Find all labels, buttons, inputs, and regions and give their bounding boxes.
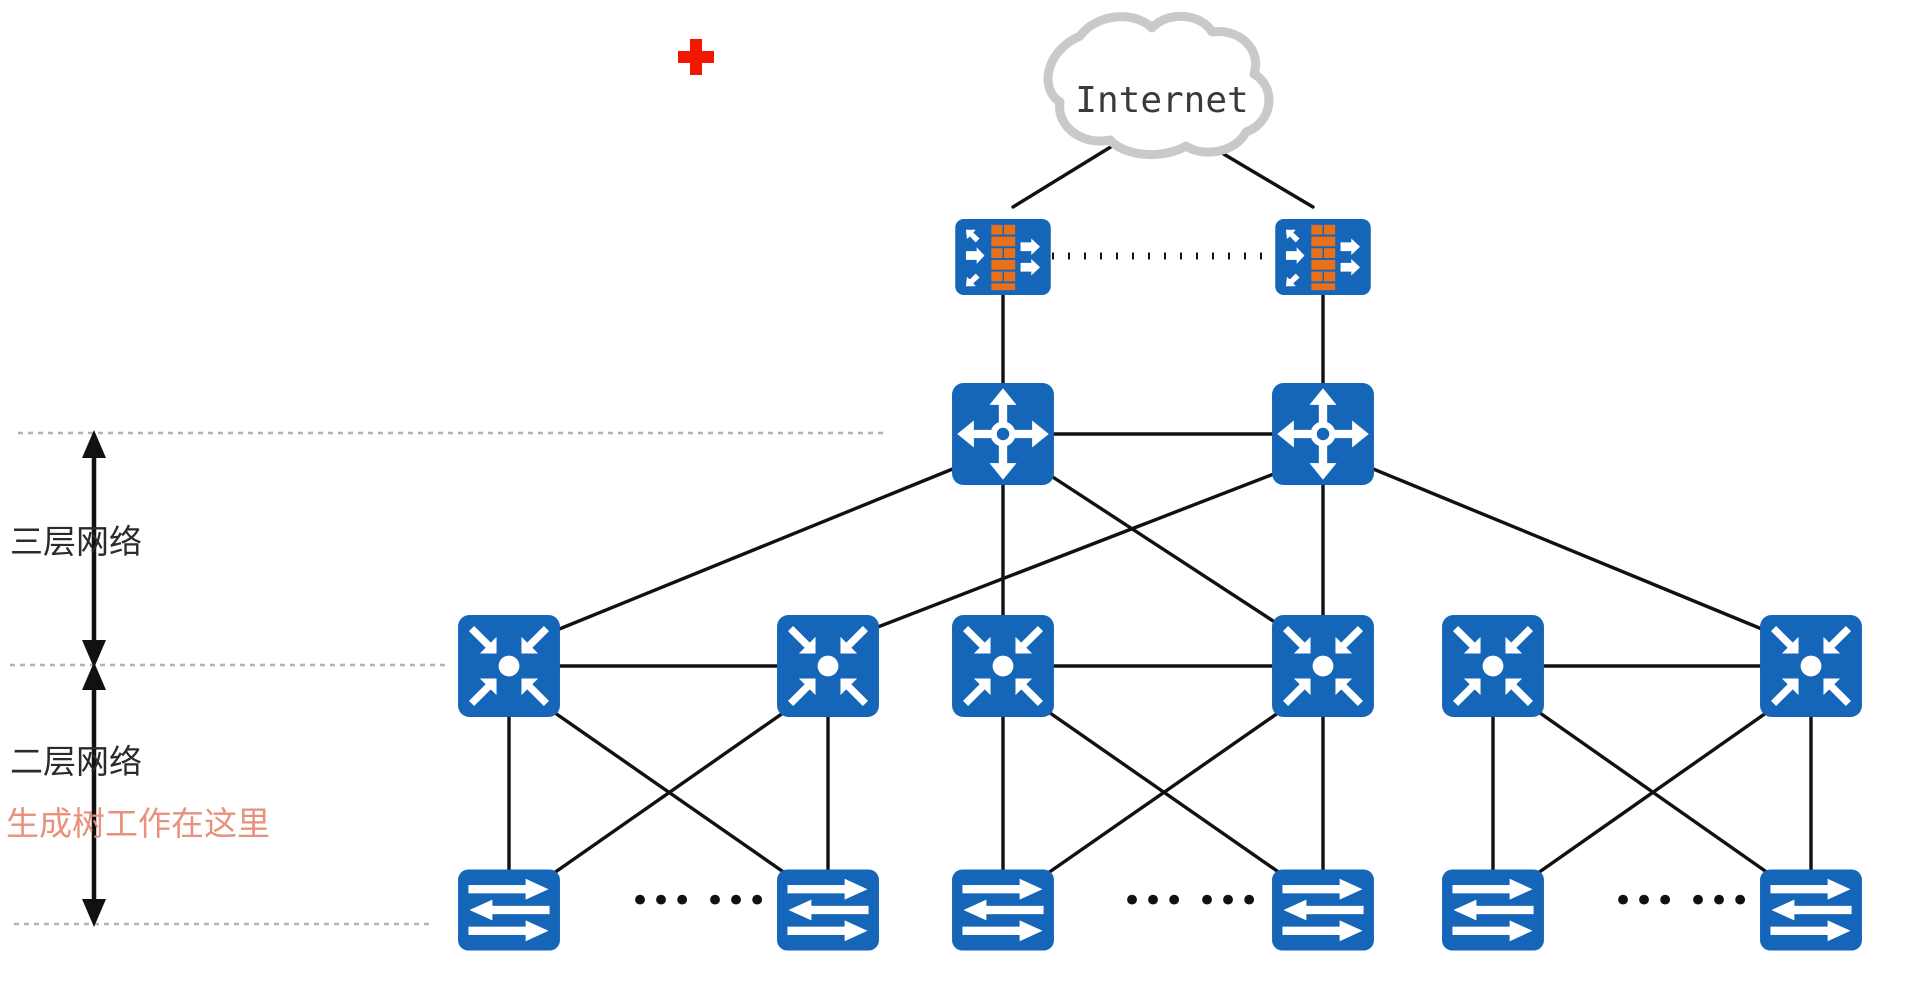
node-aggregation-6[interactable] xyxy=(1760,615,1862,717)
link-rtrright-agg6 xyxy=(1364,464,1776,636)
link-rtrleft-agg4 xyxy=(1040,468,1292,634)
link-rtrright-agg2 xyxy=(863,468,1286,634)
node-aggregation-2[interactable] xyxy=(777,615,879,717)
spanning-tree-note-label: 生成树工作在这里 xyxy=(6,804,270,843)
node-aggregation-1[interactable] xyxy=(458,615,560,717)
ellipsis-pod-3: ••• ••• xyxy=(1613,881,1752,921)
node-aggregation-4[interactable] xyxy=(1272,615,1374,717)
node-access-3[interactable] xyxy=(952,869,1054,951)
node-aggregation-5[interactable] xyxy=(1442,615,1544,717)
node-router-left[interactable] xyxy=(952,383,1054,485)
node-firewall-left[interactable] xyxy=(955,218,1051,296)
link-agg6-acc5 xyxy=(1526,704,1778,882)
red-cross-marker xyxy=(678,39,714,75)
ellipsis-pod-1: ••• ••• xyxy=(630,881,769,921)
node-access-2[interactable] xyxy=(777,869,879,951)
node-access-1[interactable] xyxy=(458,869,560,951)
guide-line-layer xyxy=(10,431,888,926)
layer3-band-label: 三层网络 xyxy=(10,522,142,561)
ellipsis-pod-2: ••• ••• xyxy=(1122,881,1261,921)
measure-arrow-layer3-head-up xyxy=(82,430,106,458)
link-agg4-acc3 xyxy=(1036,704,1290,882)
measure-arrow-layer3-head-down xyxy=(82,640,106,668)
measure-arrow-layer2-head-down xyxy=(82,899,106,927)
layer2-band-label: 二层网络 xyxy=(10,742,142,781)
internet-cloud-label: Internet xyxy=(1075,80,1248,121)
measure-arrow-layer2-head-up xyxy=(82,662,106,690)
node-firewall-right[interactable] xyxy=(1275,218,1371,296)
node-router-right[interactable] xyxy=(1272,383,1374,485)
measure-arrow-layer xyxy=(82,430,106,927)
link-agg2-acc1 xyxy=(542,704,795,882)
node-access-4[interactable] xyxy=(1272,869,1374,951)
internet-cloud xyxy=(1043,11,1274,160)
node-access-6[interactable] xyxy=(1760,869,1862,951)
link-cloud-fwleft xyxy=(1011,138,1124,209)
link-rtrleft-agg1 xyxy=(545,464,962,636)
node-aggregation-3[interactable] xyxy=(952,615,1054,717)
node-access-5[interactable] xyxy=(1442,869,1544,951)
link-layer xyxy=(507,138,1813,882)
